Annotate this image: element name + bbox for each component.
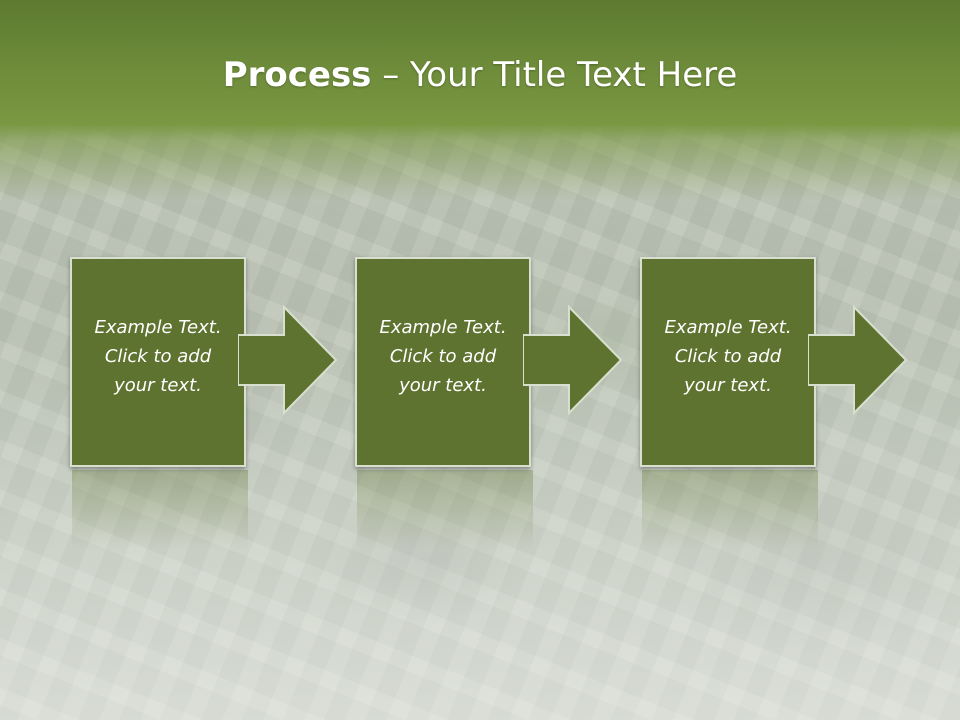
process-step-2[interactable]: Example Text. Click to add your text. (355, 255, 635, 475)
title-rest: – Your Title Text Here (371, 55, 738, 95)
step-text-line: Click to add (674, 346, 782, 367)
title-band (0, 0, 960, 200)
step-text-line: Example Text. (664, 317, 792, 338)
step-text[interactable]: Example Text. Click to add your text. (640, 313, 816, 400)
step-text-line: your text. (684, 375, 772, 396)
right-arrow-icon (238, 305, 338, 415)
step-text-line: Example Text. (379, 317, 507, 338)
step-text-line: Click to add (104, 346, 212, 367)
process-step-1[interactable]: Example Text. Click to add your text. (70, 255, 350, 475)
step-reflection (642, 470, 818, 550)
step-reflection (357, 470, 533, 550)
step-text-line: Click to add (389, 346, 497, 367)
process-step-3[interactable]: Example Text. Click to add your text. (640, 255, 920, 475)
step-text-line: your text. (114, 375, 202, 396)
step-box[interactable] (70, 257, 246, 467)
title-strong: Process (222, 55, 372, 95)
step-text-line: your text. (399, 375, 487, 396)
right-arrow-icon (808, 305, 908, 415)
step-text[interactable]: Example Text. Click to add your text. (70, 313, 246, 400)
slide-title[interactable]: Process – Your Title Text Here (0, 52, 960, 98)
step-text[interactable]: Example Text. Click to add your text. (355, 313, 531, 400)
step-text-line: Example Text. (94, 317, 222, 338)
right-arrow-icon (523, 305, 623, 415)
step-reflection (72, 470, 248, 550)
